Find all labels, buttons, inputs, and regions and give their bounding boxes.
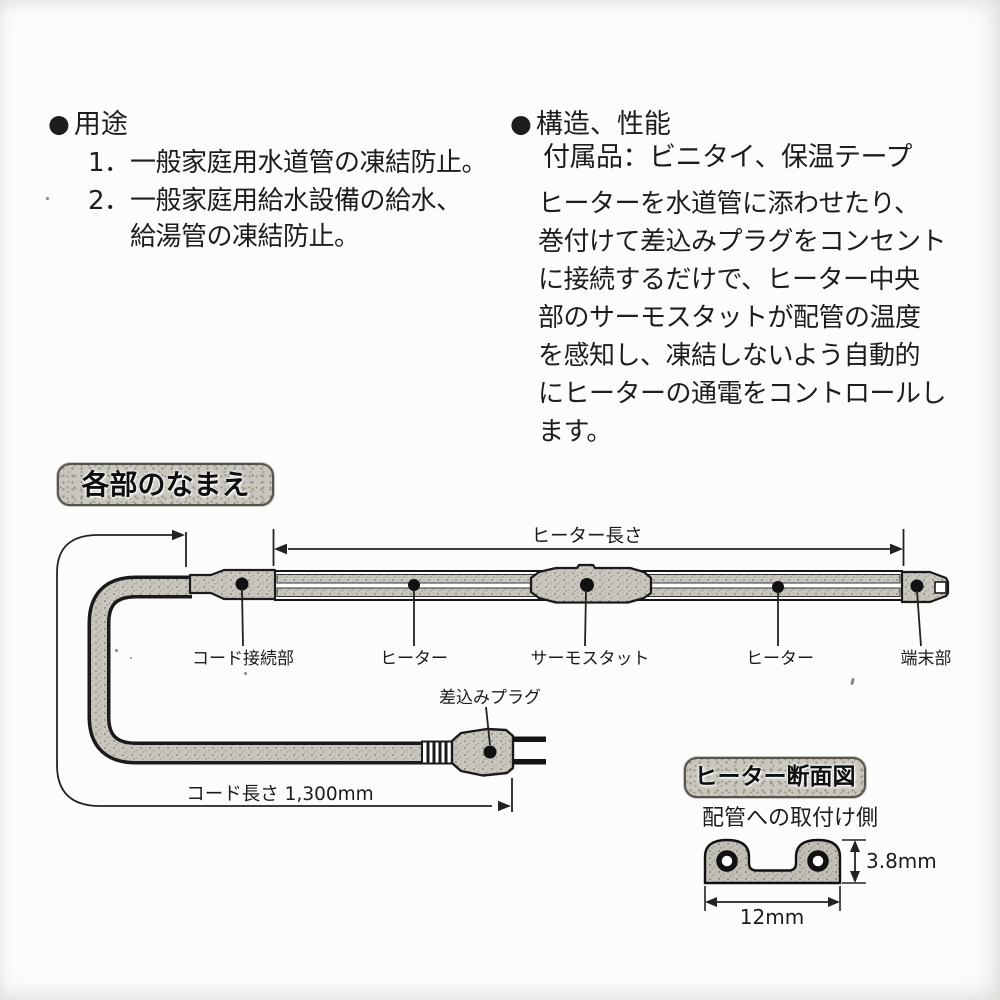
bullet-icon: ● [48, 109, 70, 138]
terminal-label: 端末部 [901, 649, 952, 669]
dimension-height: 3.8mm [842, 839, 937, 884]
arrowhead-icon [850, 871, 860, 883]
list-number: 1． [88, 148, 130, 178]
usage-item-2-continuation: 給湯管の凍結防止。 [130, 222, 360, 252]
cord-length-label: コード長さ 1,300mm [186, 784, 373, 805]
arrowhead-icon [498, 800, 511, 812]
arrowhead-icon [828, 897, 840, 907]
callout-dot [235, 577, 249, 591]
plug-label: 差込みプラグ [439, 688, 541, 708]
cord-connection-label: コード接続部 [192, 649, 294, 669]
height-dim-label: 3.8mm [866, 849, 937, 873]
callout-dot [772, 581, 784, 593]
scan-speck [46, 197, 49, 200]
scan-speck [130, 657, 132, 659]
heater-right-label: ヒーター [746, 649, 814, 669]
dimension-width: 12mm [704, 886, 841, 929]
bullet-icon: ● [510, 109, 532, 138]
width-dim-label: 12mm [740, 905, 804, 929]
plug-prong-top [513, 736, 546, 742]
callout-dot [580, 578, 594, 592]
structure-body-line: 部のサーモスタットが配管の温度 [538, 303, 921, 333]
callout-dot [408, 579, 420, 591]
usage-item-2-text: 一般家庭用給水設備の給水、 [130, 186, 462, 216]
structure-body-line: ヒーターを水道管に添わせたり、 [538, 189, 920, 219]
thermostat-label: サーモスタット [531, 649, 650, 669]
conductor-hole [716, 850, 738, 872]
scan-speck [244, 672, 247, 675]
heater-parts-diagram: コード長さ 1,300mm ヒーター長さ [56, 526, 952, 812]
terminal-shape [900, 570, 950, 604]
arrowhead-icon [890, 543, 903, 555]
terminal-notch [934, 581, 947, 594]
plug-group [421, 727, 546, 777]
dimension-cord-length: コード長さ 1,300mm [56, 529, 513, 812]
leader-line [241, 588, 244, 647]
arrowhead-icon [274, 543, 287, 555]
arrowhead-icon [172, 529, 185, 541]
power-cord [87, 575, 423, 765]
mount-side-label: 配管への取付け側 [702, 806, 879, 831]
usage-heading-text: 用途 [73, 109, 128, 140]
cross-section-profile [703, 838, 842, 885]
plug-body [450, 727, 515, 777]
cord-connection-shape [188, 568, 277, 601]
usage-item-1-text: 一般家庭用水道管の凍結防止。 [130, 148, 488, 178]
structure-heading: ●構造、性能 [510, 102, 671, 141]
structure-body-line: にヒーターの通電をコントロールし [538, 379, 947, 409]
plug-prong-bottom [513, 759, 546, 765]
structure-body-line: ます。 [538, 417, 612, 447]
list-number: 2． [88, 186, 130, 216]
leader-line [485, 706, 491, 746]
heater-cross-section-diagram: 3.8mm 12mm [703, 838, 937, 929]
leader-line [584, 589, 587, 647]
structure-heading-text: 構造、性能 [535, 109, 671, 140]
conductor-hole [807, 850, 829, 872]
usage-item-2: 2．一般家庭用給水設備の給水、 [88, 185, 462, 217]
arrowhead-icon [850, 840, 860, 852]
arrowhead-icon [705, 897, 717, 907]
callout-dot [910, 579, 924, 593]
cross-section-badge: ヒーター断面図 [684, 757, 866, 798]
structure-body-line: に接続するだけで、ヒーター中央 [538, 265, 920, 295]
heater-left-label: ヒーター [380, 649, 448, 669]
parts-name-badge: 各部のなまえ [57, 463, 274, 506]
dimension-heater-length: ヒーター長さ [272, 526, 905, 566]
callout-dot [483, 745, 497, 759]
leader-line [916, 590, 922, 647]
accessories-line: 付属品：ビニタイ、保温テープ [543, 142, 912, 173]
scan-speck [115, 649, 118, 652]
structure-body-line: を感知し、凍結しないよう自動的 [538, 341, 920, 371]
heater-length-label: ヒーター長さ [531, 526, 642, 547]
usage-heading: ●用途 [48, 102, 128, 141]
structure-body-line: 巻付けて差込みプラグをコンセント [538, 227, 947, 257]
usage-item-1: 1．一般家庭用水道管の凍結防止。 [88, 147, 488, 179]
